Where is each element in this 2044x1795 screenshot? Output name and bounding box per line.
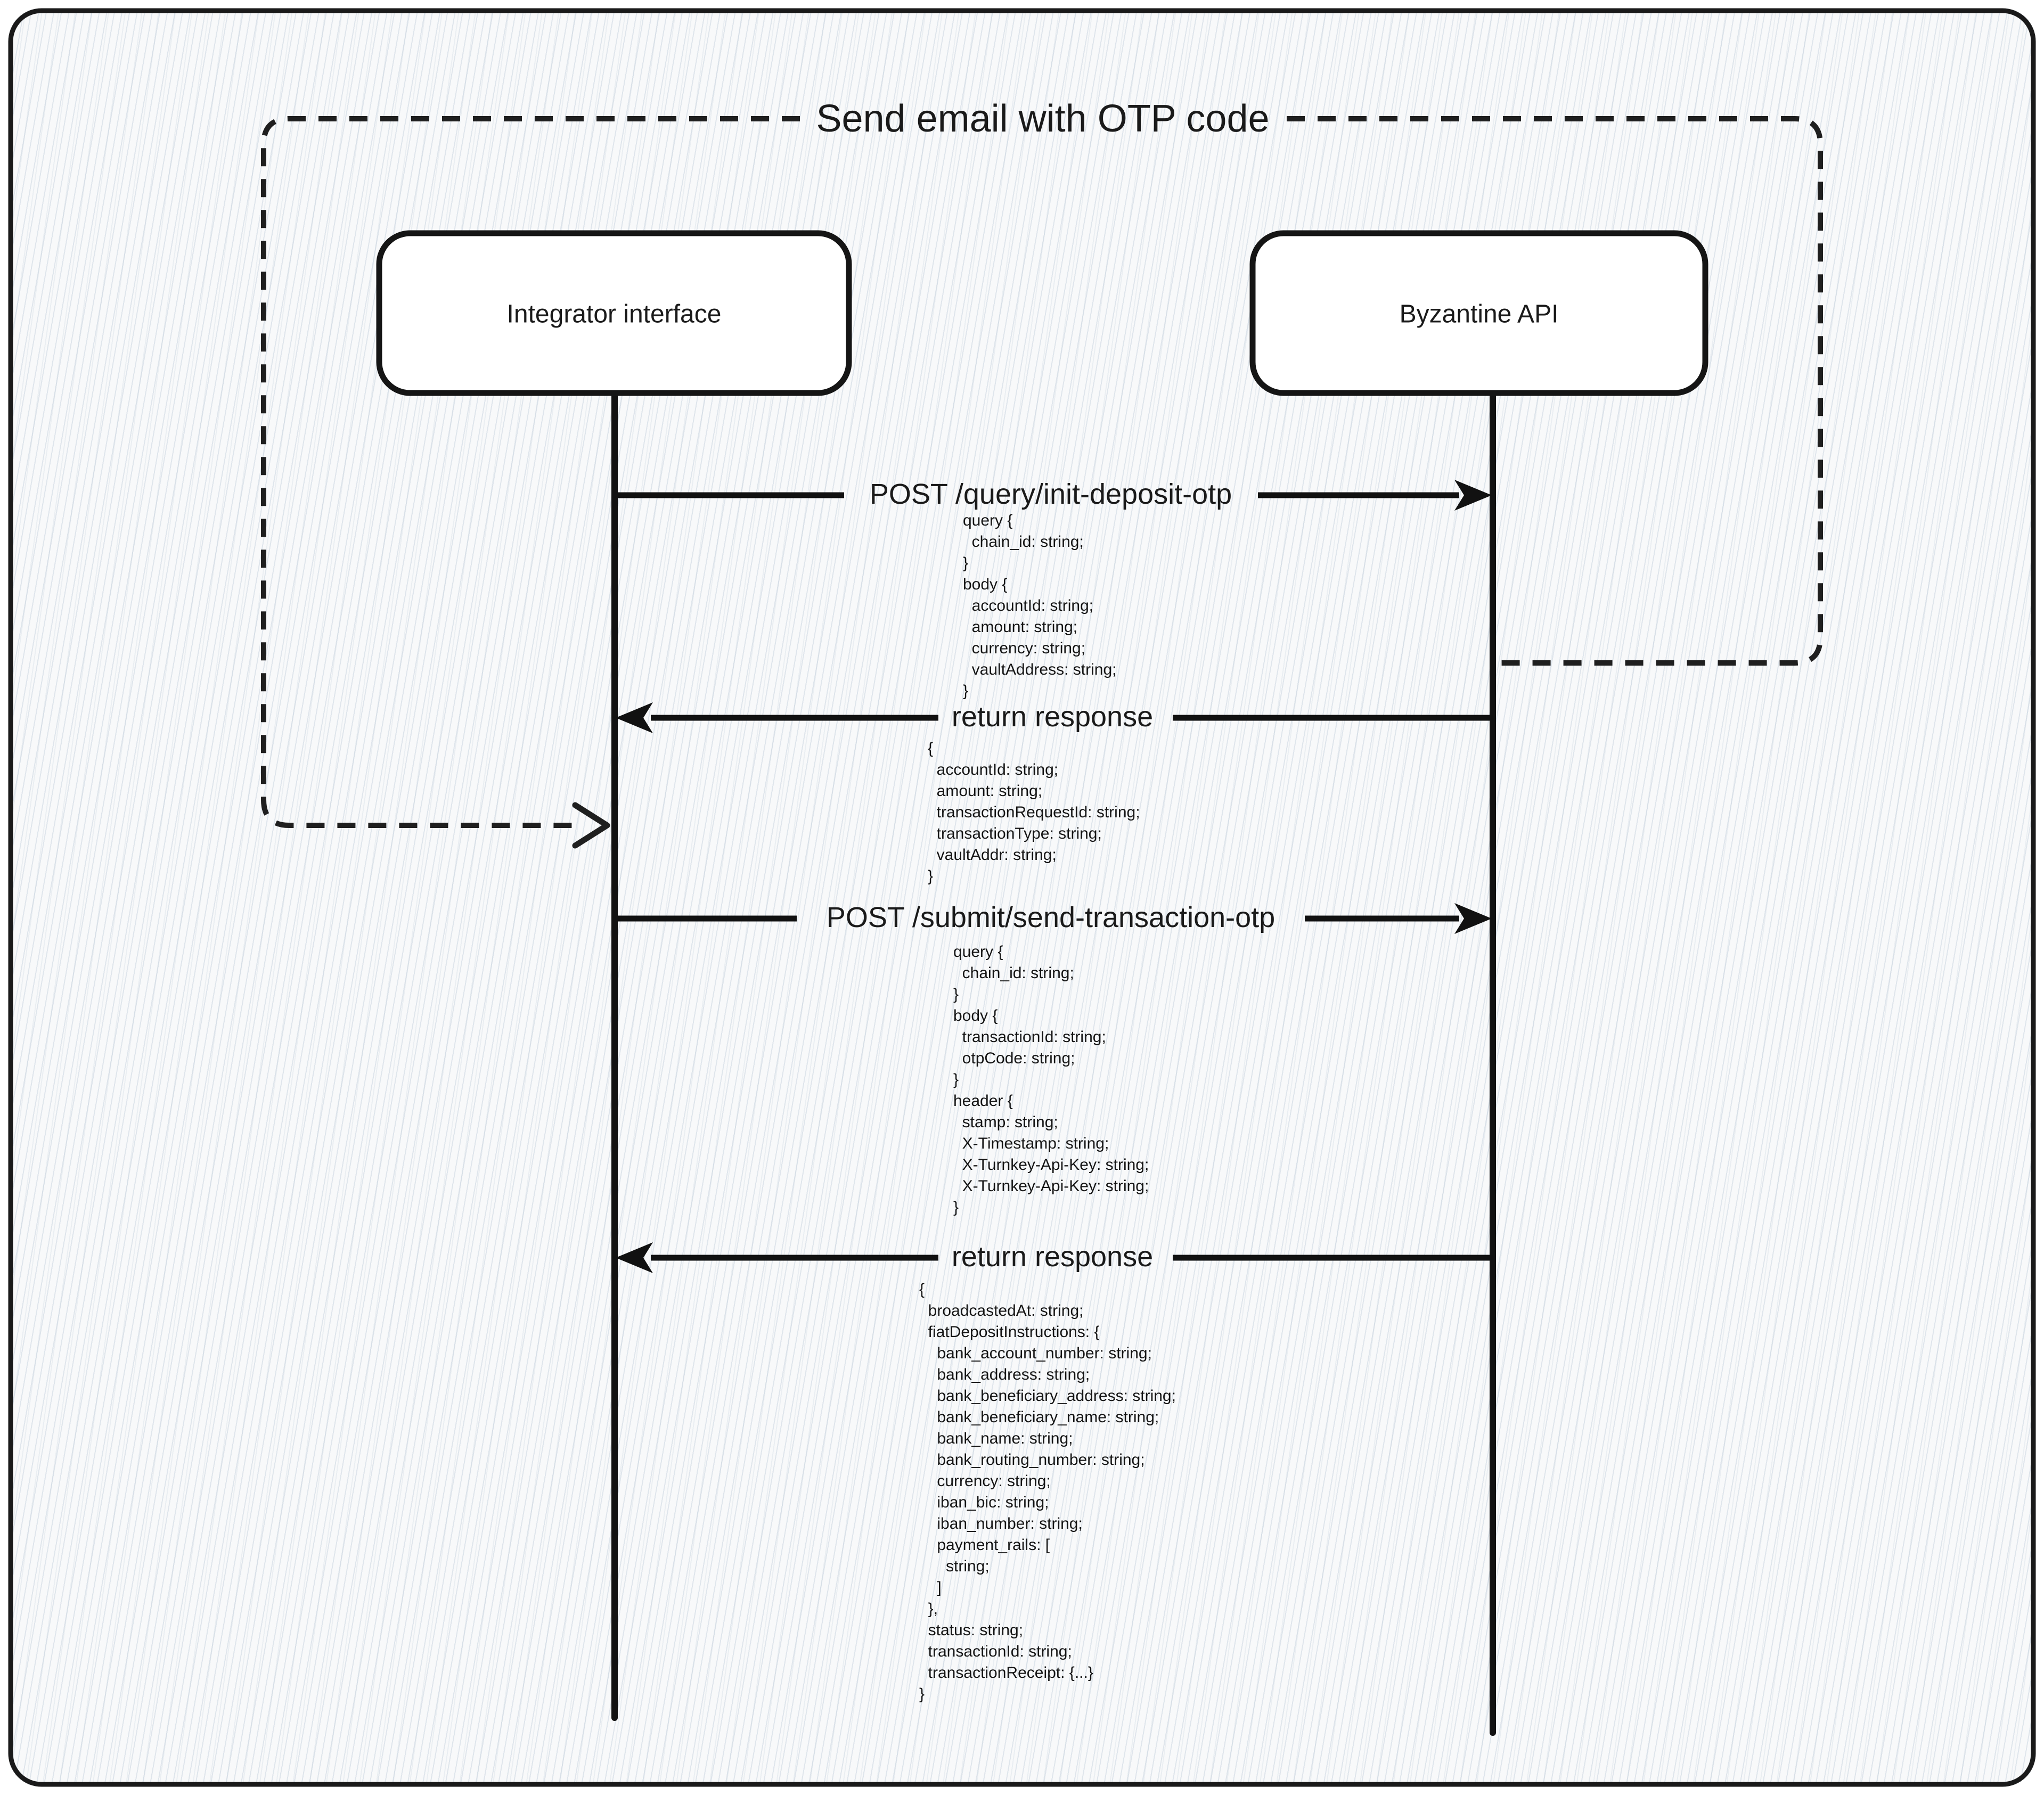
actor-label-byzantine: Byzantine API (1399, 300, 1559, 329)
message-4-arrowhead-left (616, 1242, 653, 1273)
message-3-label: POST /submit/send-transaction-otp (826, 901, 1276, 933)
message-4-label: return response (951, 1241, 1154, 1273)
actor-box-byzantine (1249, 230, 1708, 396)
message-3-payload: query { chain_id: string; } body { trans… (953, 943, 1149, 1216)
otp-email-dashed-arrowhead (572, 802, 610, 849)
message-2-label: return response (951, 701, 1154, 733)
otp-group-dashed-frame-left (261, 116, 800, 828)
outer-border (8, 8, 2036, 1787)
message-2-arrowhead-left (616, 702, 653, 733)
actor-label-integrator: Integrator interface (506, 300, 722, 329)
actor-box-integrator (376, 230, 852, 396)
message-1-label: POST /query/init-deposit-otp (869, 478, 1232, 510)
message-3-arrowhead-right (1454, 903, 1492, 934)
message-1-payload: query { chain_id: string; } body { accou… (963, 512, 1117, 700)
otp-group-title: Send email with OTP code (816, 97, 1270, 140)
message-2-payload: { accountId: string; amount: string; tra… (928, 740, 1140, 885)
message-1-arrowhead-right (1454, 480, 1492, 511)
message-4-payload: { broadcastedAt: string; fiatDepositInst… (919, 1281, 1176, 1703)
